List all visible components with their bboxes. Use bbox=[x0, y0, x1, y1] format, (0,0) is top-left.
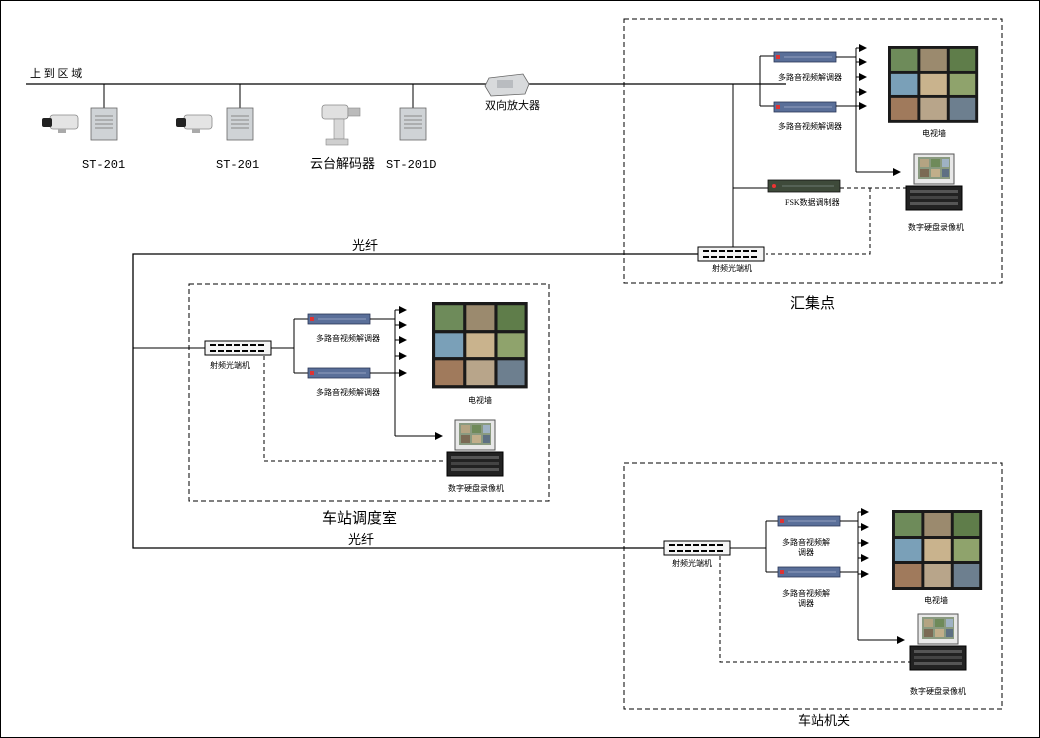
dispatch-tv-wall-label: 电视墙 bbox=[468, 395, 492, 405]
dispatch-frame bbox=[188, 283, 550, 502]
ptz-label: 云台解码器 bbox=[310, 156, 375, 171]
station-demod1-label-a: 多路音视频解 bbox=[782, 537, 830, 547]
tv-wall-icon bbox=[432, 302, 528, 389]
demodulator-icon bbox=[307, 367, 371, 379]
camera-icon bbox=[41, 114, 79, 134]
demodulator-icon bbox=[777, 515, 841, 527]
amplifier-label: 双向放大器 bbox=[485, 98, 540, 112]
hub-title: 汇集点 bbox=[790, 295, 835, 312]
dvr-icon bbox=[905, 153, 963, 211]
demodulator-icon bbox=[773, 101, 837, 113]
fiber-label-1: 光纤 bbox=[352, 238, 378, 253]
encoder-icon bbox=[226, 107, 254, 141]
dvr-icon bbox=[909, 613, 967, 671]
station-title: 车站机关 bbox=[798, 713, 850, 728]
hub-demod1-label: 多路音视频解调器 bbox=[778, 72, 842, 82]
station-tv-wall-label: 电视墙 bbox=[924, 595, 948, 605]
demodulator-icon bbox=[307, 313, 371, 325]
dispatch-title: 车站调度室 bbox=[322, 510, 397, 527]
amplifier-icon bbox=[484, 73, 530, 97]
ptz-code-label: ST-201D bbox=[386, 158, 436, 172]
dispatch-demod2-label: 多路音视频解调器 bbox=[316, 387, 380, 397]
station-demod1-label-b: 调器 bbox=[798, 548, 814, 557]
fiber-optic-terminal-icon bbox=[697, 246, 765, 262]
dispatch-demod1-label: 多路音视频解调器 bbox=[316, 333, 380, 343]
station-frame bbox=[623, 462, 1003, 710]
cam1-label: ST-201 bbox=[82, 158, 125, 172]
tv-wall-icon bbox=[892, 510, 983, 590]
hub-fsk-label: FSK数据调制器 bbox=[785, 197, 840, 207]
cam2-label: ST-201 bbox=[216, 158, 259, 172]
encoder-icon bbox=[399, 107, 427, 141]
hub-demod2-label: 多路音视频解调器 bbox=[778, 121, 842, 131]
hub-tv-wall-label: 电视墙 bbox=[922, 128, 946, 138]
fsk-modulator-icon bbox=[767, 179, 841, 193]
hub-fiber-label: 射频光端机 bbox=[712, 263, 752, 273]
station-dvr-label: 数字硬盘录像机 bbox=[910, 686, 966, 696]
station-fiber-label: 射频光端机 bbox=[672, 558, 712, 568]
area-label: 上 到 区 域 bbox=[30, 67, 82, 80]
fiber-optic-terminal-icon bbox=[204, 340, 272, 356]
camera-icon bbox=[175, 114, 213, 134]
demodulator-icon bbox=[777, 566, 841, 578]
hub-frame bbox=[623, 18, 1003, 284]
tv-wall-icon bbox=[888, 46, 979, 123]
fiber-line bbox=[132, 253, 698, 549]
dispatch-fiber-label: 射频光端机 bbox=[210, 360, 250, 370]
fiber-label-2: 光纤 bbox=[348, 532, 374, 547]
encoder-icon bbox=[90, 107, 118, 141]
station-demod2-label-b: 调器 bbox=[798, 599, 814, 608]
hub-dvr-label: 数字硬盘录像机 bbox=[908, 222, 964, 232]
dvr-icon bbox=[446, 419, 504, 477]
demodulator-icon bbox=[773, 51, 837, 63]
fiber-optic-terminal-icon bbox=[663, 540, 731, 556]
dispatch-dvr-label: 数字硬盘录像机 bbox=[448, 483, 504, 493]
ptz-camera-icon bbox=[321, 104, 361, 146]
station-demod2-label-a: 多路音视频解 bbox=[782, 588, 830, 598]
